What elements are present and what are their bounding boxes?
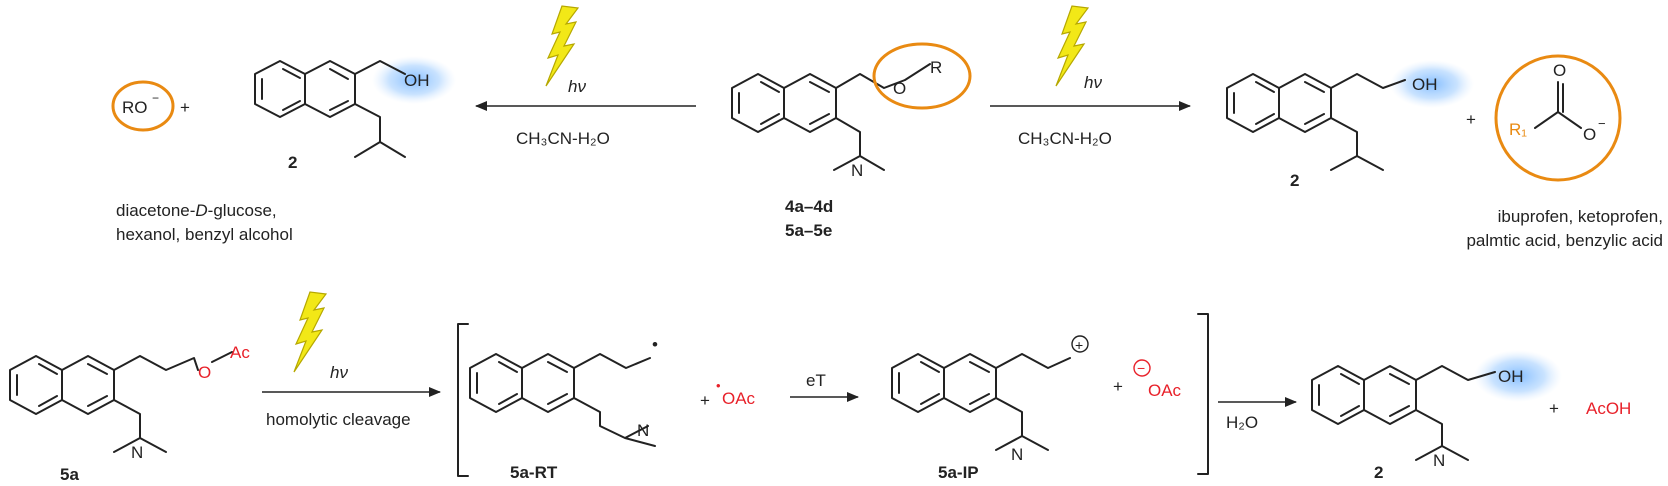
plus-sign: +	[1466, 110, 1476, 129]
compound-5a-5e-label: 5a–5e	[785, 221, 832, 240]
hydrolysis-arrow: H₂O	[1218, 397, 1297, 432]
naphthalene-2-top-left	[254, 60, 406, 158]
light-bolt-icon	[545, 5, 579, 87]
top-left-products: RO − + OH 2 diacetone-D-glucose, hexanol…	[111, 56, 456, 244]
benzylic-radical-dot: •	[652, 335, 658, 354]
amine-n-label: N	[637, 421, 649, 440]
ester-oxygen-label: O	[198, 363, 211, 382]
acetoxy-radical-label: OAc	[722, 389, 756, 408]
compound-2-label: 2	[1374, 463, 1383, 482]
compound-2-label: 2	[1290, 171, 1299, 190]
hv-label: hν	[330, 363, 348, 382]
bracket-left	[457, 323, 469, 477]
compound-4a-4d-label: 4a–4d	[785, 197, 833, 216]
cation-charge-circle	[1071, 335, 1089, 353]
plus-sign: +	[1113, 377, 1123, 396]
carboxylate-charge: −	[1598, 116, 1606, 131]
anion-charge: −	[1137, 360, 1145, 376]
top-right-products: OH 2 + R₁ O O − ibuprofen, ketoprofen, p…	[1226, 54, 1663, 250]
carboxylate-oxygen-label: O	[1583, 125, 1596, 144]
plus-sign: +	[180, 98, 190, 117]
plus-sign: +	[1549, 399, 1559, 418]
compound-5a-structure: O Ac N 5a	[9, 343, 250, 484]
compound-5a-label: 5a	[60, 465, 79, 484]
amine-n-label: N	[131, 443, 143, 462]
acetic-acid-label: AcOH	[1586, 399, 1631, 418]
ether-oxygen-label: O	[893, 79, 906, 98]
solvent-label: CH₃CN-H₂O	[1018, 129, 1112, 148]
left-photolysis-arrow: hν CH₃CN-H₂O	[475, 5, 696, 148]
amine-n-label: N	[1433, 451, 1445, 470]
alcohol-list-line1: diacetone-D-glucose,	[116, 201, 277, 220]
final-products: OH N 2 + AcOH	[1311, 350, 1631, 482]
carboxylate-highlight-circle	[1494, 54, 1622, 182]
homolytic-cleavage-arrow: hν homolytic cleavage	[262, 291, 441, 429]
hydroxyl-glow	[1474, 350, 1562, 402]
acid-list-line1: ibuprofen, ketoprofen,	[1498, 207, 1663, 226]
ro-highlight-circle	[111, 80, 175, 132]
hv-label: hν	[1084, 73, 1102, 92]
r-group-label: R	[930, 58, 942, 77]
r1-label: R₁	[1509, 120, 1527, 139]
hydroxyl-label: OH	[1412, 75, 1438, 94]
plus-sign: +	[700, 391, 710, 410]
center-substrate: O R N 4a–4d 5a–5e	[731, 42, 972, 240]
compound-2-label: 2	[288, 153, 297, 172]
amine-n-label: N	[1011, 445, 1023, 464]
hydroxyl-glow	[1390, 60, 1474, 108]
compound-5a-rt-structure: • N + • OAc 5a-RT	[469, 335, 756, 482]
ro-charge: −	[152, 91, 159, 105]
acid-list-line2: palmtic acid, benzylic acid	[1466, 231, 1663, 250]
acetoxy-radical-dot: •	[716, 378, 721, 393]
bracket-right	[1197, 313, 1209, 475]
anion-charge-circle	[1133, 359, 1151, 377]
amine-n-label: N	[851, 161, 863, 180]
acetate-label: OAc	[1148, 381, 1182, 400]
compound-5a-rt-label: 5a-RT	[510, 463, 558, 482]
water-label: H₂O	[1226, 413, 1258, 432]
compound-5a-ip-label: 5a-IP	[938, 463, 979, 482]
cation-charge: +	[1075, 337, 1083, 353]
electron-transfer-arrow: eT	[790, 371, 859, 402]
alcohol-list-line2: hexanol, benzyl alcohol	[116, 225, 293, 244]
hydroxyl-label: OH	[1498, 367, 1524, 386]
ro-ion-label: RO	[122, 98, 148, 117]
compound-5a-ip-structure: + N + − OAc 5a-IP	[891, 335, 1182, 482]
right-photolysis-arrow: hν CH₃CN-H₂O	[990, 5, 1191, 148]
et-label: eT	[806, 371, 826, 390]
hydroxyl-label: OH	[404, 71, 430, 90]
solvent-label: CH₃CN-H₂O	[516, 129, 610, 148]
acetyl-label: Ac	[230, 343, 250, 362]
hv-label: hν	[568, 77, 586, 96]
or-highlight-circle	[872, 42, 972, 110]
light-bolt-icon	[293, 291, 327, 373]
homolytic-cleavage-label: homolytic cleavage	[266, 410, 411, 429]
carbonyl-oxygen-label: O	[1553, 61, 1566, 80]
